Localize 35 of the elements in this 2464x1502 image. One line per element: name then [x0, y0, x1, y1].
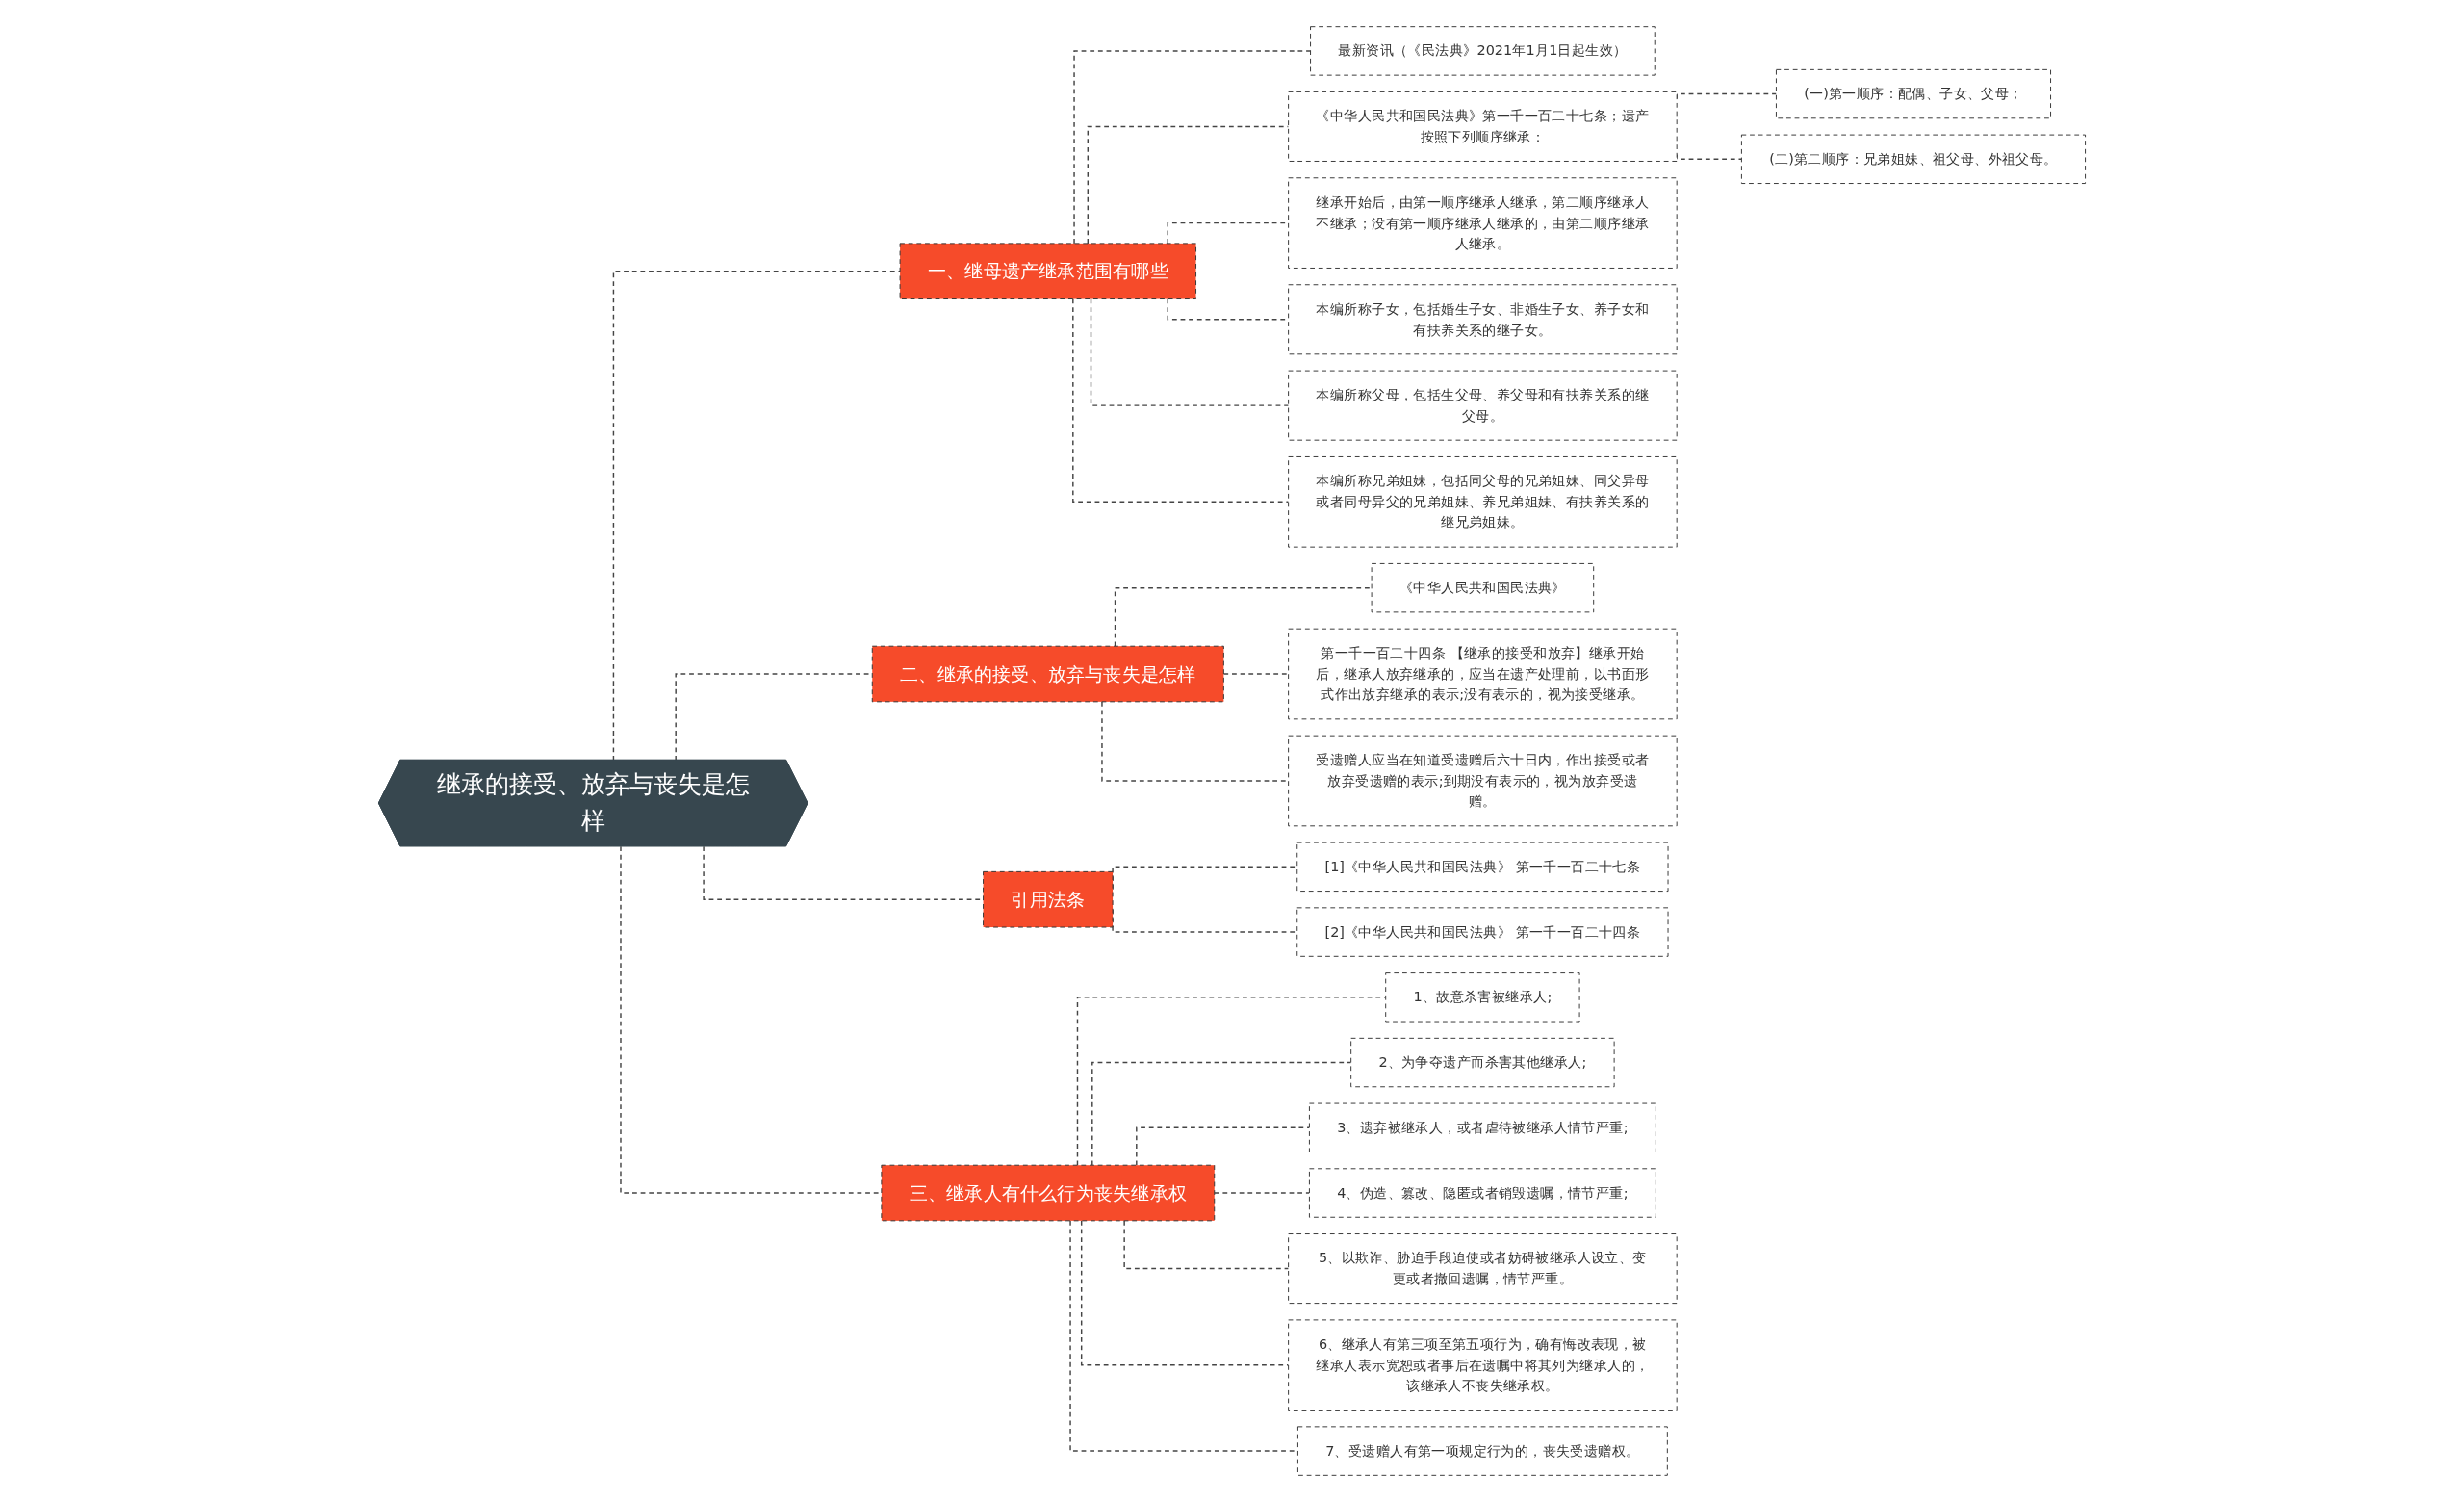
- node-box: 4、伪造、篡改、隐匿或者销毁遗嘱，情节严重;: [1308, 1168, 1656, 1218]
- node-box: [2]《中华人民共和国民法典》 第一千一百二十四条: [1296, 907, 1669, 957]
- connector: [1123, 1220, 1290, 1270]
- node-box: 二、继承的接受、放弃与丧失是怎样: [871, 645, 1224, 703]
- connector: [1214, 1192, 1311, 1194]
- node-box: 第一千一百二十四条 【继承的接受和放弃】继承开始后，继承人放弃继承的，应当在遗产处理前，以书面形式作出放弃继承的表示;没有表示的，视为接受继承。: [1288, 628, 1678, 720]
- connector: [1072, 298, 1290, 503]
- connector: [1114, 586, 1373, 647]
- node-box: 6、继承人有第三项至第五项行为，确有悔改表现，被继承人表示宽恕或者事后在遗嘱中将其列为继承人的，该继承人不丧失继承权。: [1288, 1319, 1678, 1411]
- node-box: (二)第二顺序：兄弟姐妹、祖父母、外祖父母。: [1740, 134, 2087, 184]
- node-box: [1]《中华人民共和国民法典》 第一千一百二十七条: [1296, 842, 1669, 893]
- node-box: 2、为争夺遗产而杀害其他继承人;: [1350, 1037, 1615, 1088]
- connector: [1222, 673, 1290, 675]
- node-box: (一)第一顺序：配偶、子女、父母；: [1775, 68, 2051, 119]
- node-box: 最新资讯（《民法典》2021年1月1日起生效）: [1310, 26, 1656, 76]
- node-box: 本编所称兄弟姐妹，包括同父母的兄弟姐妹、同父异母或者同母异父的兄弟姐妹、养兄弟姐妹、有扶养关系的继兄弟姐妹。: [1288, 455, 1678, 548]
- node-box: 3、遗弃被继承人，或者虐待被继承人情节严重;: [1308, 1102, 1656, 1152]
- connector: [1091, 1061, 1352, 1166]
- node-box: 受遗赠人应当在知道受遗赠后六十日内，作出接受或者放弃受遗赠的表示;到期没有表示的，视为放弃受遗赠。: [1288, 735, 1678, 827]
- node-box: 5、以欺诈、胁迫手段迫使或者妨碍被继承人设立、变更或者撤回遗嘱，情节严重。: [1288, 1233, 1678, 1305]
- connector: [612, 270, 901, 762]
- node-box: 本编所称子女，包括婚生子女、非婚生子女、养子女和有扶养关系的继子女。: [1288, 284, 1678, 355]
- connector: [1080, 1220, 1290, 1366]
- node-box: 继承开始后，由第一顺序继承人继承，第二顺序继承人不继承；没有第一顺序继承人继承的，由第二顺序继承人继承。: [1288, 177, 1678, 269]
- node-box: 三、继承人有什么行为丧失继承权: [881, 1164, 1216, 1222]
- node-box: 1、故意杀害被继承人;: [1385, 972, 1580, 1023]
- node-box: 引用法条: [983, 870, 1114, 928]
- node-box: 《中华人民共和国民法典》: [1371, 562, 1595, 613]
- node-box: 本编所称父母，包括生父母、养父母和有扶养关系的继父母。: [1288, 370, 1678, 441]
- connector: [1090, 298, 1290, 406]
- node-box: 一、继母遗产继承范围有哪些: [899, 243, 1196, 299]
- node-box: 《中华人民共和国民法典》第一千一百二十七条；遗产按照下列顺序继承：: [1288, 91, 1678, 162]
- connector: [1073, 50, 1312, 245]
- connector: [1136, 1126, 1311, 1166]
- node-box: 7、受遗赠人有第一项规定行为的，丧失受遗赠权。: [1296, 1426, 1668, 1476]
